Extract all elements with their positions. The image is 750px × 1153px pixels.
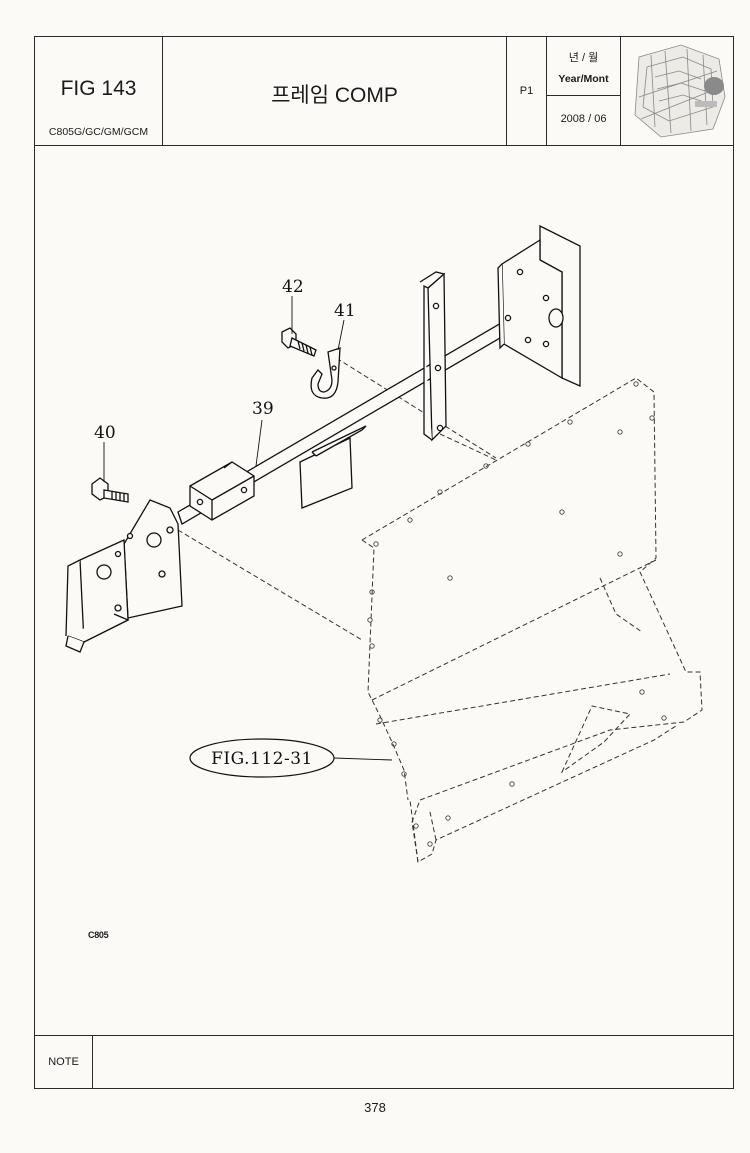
right-bracket-part: [497, 224, 581, 388]
callout-39: 39: [252, 399, 274, 419]
part-title: 프레임 COMP: [271, 84, 398, 107]
date-label-english: Year/Mont: [558, 73, 609, 85]
date-value: 2008 / 06: [560, 113, 607, 125]
machine-thumbnail: [621, 37, 733, 145]
j-hook-clamp-part: [310, 347, 341, 399]
date-cell: 년 / 월 Year/Mont 2008 / 06: [547, 37, 621, 145]
callout-42: 42: [282, 277, 304, 297]
callout-41: 41: [334, 301, 356, 321]
reference-oval: [189, 738, 335, 778]
date-label-box: 년 / 월 Year/Mont: [547, 37, 620, 96]
date-label-korean: 년 / 월: [568, 52, 599, 64]
figure-cell: FIG 143 C805G/GC/GM/GCM: [35, 37, 163, 145]
reference-frame-holes: [367, 381, 667, 847]
reference-frame-outline: [177, 353, 703, 863]
model-code: C805G/GC/GM/GCM: [48, 126, 149, 138]
note-row: NOTE: [35, 1035, 733, 1088]
header-table: FIG 143 C805G/GC/GM/GCM 프레임 COMP P1 년 / …: [35, 37, 733, 146]
figure-number: FIG 143: [60, 77, 137, 100]
note-label: NOTE: [35, 1036, 93, 1088]
collar-bracket-part: [189, 461, 255, 521]
page-cell: P1: [507, 37, 547, 145]
title-cell: 프레임 COMP: [163, 37, 507, 145]
catalog-page-frame: FIG 143 C805G/GC/GM/GCM 프레임 COMP P1 년 / …: [34, 36, 734, 1089]
callout-40: 40: [94, 423, 116, 443]
bolt-40-part: [91, 477, 129, 503]
page-number: 378: [364, 1100, 386, 1115]
left-bracket-part: [65, 499, 183, 653]
bolt-42-part: [281, 327, 317, 357]
combine-thumbnail-image: [634, 44, 726, 138]
vertical-strap-part: [419, 271, 447, 442]
hanging-plate-part: [299, 425, 367, 509]
page-code: P1: [519, 85, 534, 97]
reference-label[interactable]: FIG.112-31: [211, 749, 313, 769]
model-tag: C805: [88, 930, 109, 940]
callout-leaders: [103, 296, 393, 761]
